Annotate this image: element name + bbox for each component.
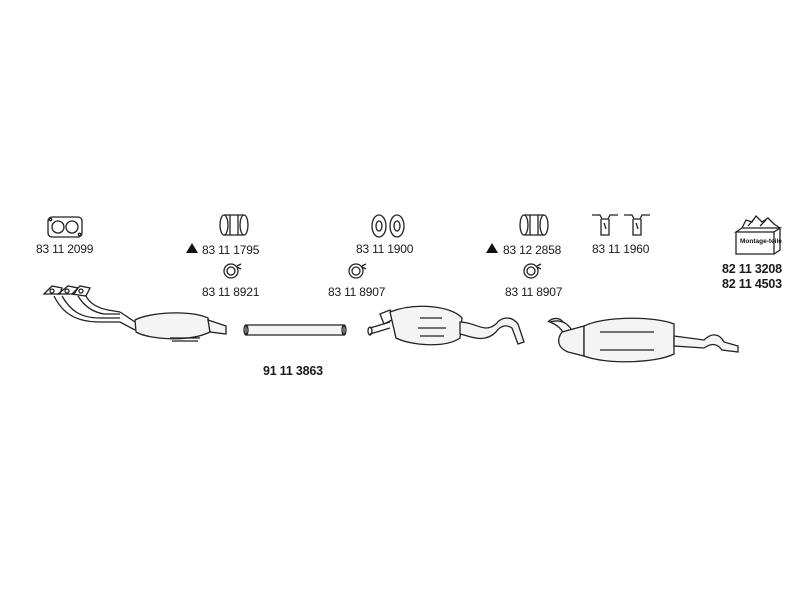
part-number-rubber-mounts: 83 11 1900 (356, 242, 414, 256)
intermediate-pipe (243, 324, 347, 336)
warning-triangle-icon (186, 243, 198, 253)
pipe-clamp-icon (219, 214, 249, 236)
pipe-clamp-icon (519, 214, 549, 236)
part-number-ring-b: 83 11 8907 (328, 285, 386, 299)
part-number-flange-gasket: 83 11 2099 (36, 242, 94, 256)
part-number-clamp-a: 83 11 1795 (202, 243, 260, 257)
part-number-pipe: 91 11 3863 (263, 364, 323, 378)
flange-gasket-icon (47, 216, 83, 238)
warning-triangle-icon (486, 243, 498, 253)
part-number-kit-1: 82 11 3208 (722, 262, 782, 276)
clamp-ring-icon (348, 263, 367, 279)
front-pipe-catalytic-converter (42, 285, 227, 342)
middle-silencer (367, 305, 525, 346)
clamp-ring-icon (523, 263, 542, 279)
part-number-ring-c: 83 11 8907 (505, 285, 563, 299)
mounting-kit-box-icon: Montage-teile (733, 214, 782, 255)
rear-silencer (547, 317, 739, 363)
part-number-hangers: 83 11 1960 (592, 242, 650, 256)
hanger-bracket-icon (592, 214, 650, 236)
rubber-mount-icon (371, 214, 405, 238)
part-number-clamp-a-ring: 83 11 8921 (202, 285, 260, 299)
part-number-clamp-c: 83 12 2858 (503, 243, 562, 257)
kit-box-label: Montage-teile (740, 238, 782, 245)
clamp-ring-icon (223, 263, 242, 279)
part-number-kit-2: 82 11 4503 (722, 277, 782, 291)
